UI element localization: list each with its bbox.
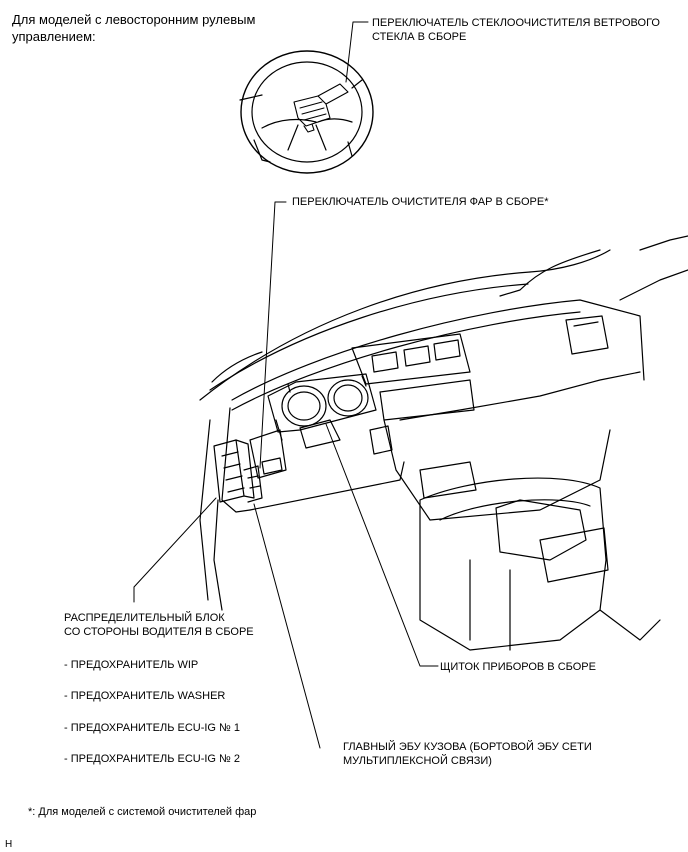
fuse-item: - ПРЕДОХРАНИТЕЛЬ WIP xyxy=(64,659,199,671)
door-frame xyxy=(199,235,688,611)
callout-main-body-ecu: ГЛАВНЫЙ ЭБУ КУЗОВА (БОРТОВОЙ ЭБУ СЕТИ МУ… xyxy=(343,741,592,767)
callout-headlamp-cleaner-switch: ПЕРЕКЛЮЧАТЕЛЬ ОЧИСТИТЕЛЯ ФАР В СБОРЕ* xyxy=(292,196,549,208)
wiper-switch-icon xyxy=(293,83,349,133)
fuse-item: - ПРЕДОХРАНИТЕЛЬ ECU-IG № 2 xyxy=(64,753,241,765)
dashboard-panel xyxy=(221,299,645,521)
windshield-frame xyxy=(199,249,611,401)
footnote: *: Для моделей с системой очистителей фа… xyxy=(28,806,257,818)
center-console xyxy=(419,477,661,651)
fuse-item: - ПРЕДОХРАНИТЕЛЬ ECU-IG № 1 xyxy=(64,722,241,734)
callout-junction-block: РАСПРЕДЕЛИТЕЛЬНЫЙ БЛОК СО СТОРОНЫ ВОДИТЕ… xyxy=(64,612,254,638)
figure-code: H xyxy=(5,839,13,850)
steering-wheel xyxy=(239,50,374,174)
junction-block-icon xyxy=(213,439,263,503)
fuse-item: - ПРЕДОХРАНИТЕЛЬ WASHER xyxy=(64,690,226,702)
callout-windshield-wiper-switch: ПЕРЕКЛЮЧАТЕЛЬ СТЕКЛООЧИСТИТЕЛЯ ВЕТРОВОГО… xyxy=(372,17,660,43)
instrument-cluster xyxy=(267,373,377,441)
callout-combination-meter: ЩИТОК ПРИБОРОВ В СБОРЕ xyxy=(440,661,596,673)
model-note: Для моделей с левосторонним рулевым упра… xyxy=(12,12,256,44)
